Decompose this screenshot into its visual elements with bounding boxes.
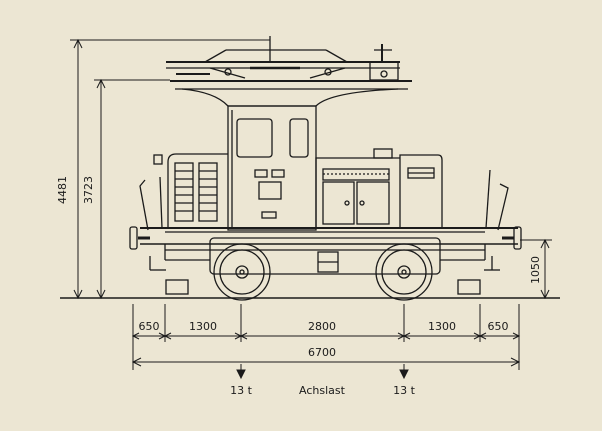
frame bbox=[140, 227, 518, 261]
dim-axle-to-cab: 1300 bbox=[189, 320, 217, 333]
dim-total-length: 6700 bbox=[308, 346, 336, 359]
buffer-left bbox=[129, 226, 150, 250]
dimension-lines bbox=[70, 38, 552, 380]
handrails bbox=[139, 169, 509, 295]
dim-cab-height: 3723 bbox=[82, 176, 95, 204]
dim-wheelbase: 2800 bbox=[308, 320, 336, 333]
wheel-right bbox=[375, 243, 433, 301]
wheel-left bbox=[213, 243, 271, 301]
pantograph bbox=[166, 36, 400, 81]
locomotive bbox=[60, 36, 560, 301]
dim-overhang-right: 650 bbox=[488, 320, 509, 333]
axle-load-caption: Achslast bbox=[299, 384, 346, 397]
roof bbox=[170, 80, 412, 107]
dim-total-height: 4481 bbox=[56, 176, 69, 204]
rear-hood bbox=[315, 148, 443, 228]
dim-axle-to-end: 1300 bbox=[428, 320, 456, 333]
front-hood bbox=[153, 153, 228, 228]
axle-load-right: 13 t bbox=[393, 384, 415, 397]
dim-overhang-left: 650 bbox=[139, 320, 160, 333]
axle-load-left: 13 t bbox=[230, 384, 252, 397]
buffer-right bbox=[502, 226, 522, 250]
dim-buffer-height: 1050 bbox=[529, 256, 542, 284]
cab bbox=[227, 105, 317, 231]
running-gear bbox=[209, 237, 441, 275]
